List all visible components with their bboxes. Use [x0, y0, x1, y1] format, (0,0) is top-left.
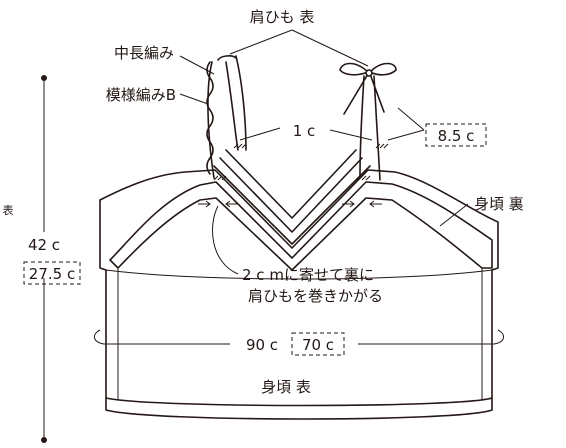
height-main-label: 42 c: [28, 236, 60, 254]
bow-length-label: 8.5 c: [438, 127, 475, 145]
back-lining: [109, 181, 493, 271]
join-marks: [213, 143, 389, 181]
height-alt-box: [23, 261, 81, 285]
width-alt-label: 70 c: [302, 336, 334, 354]
neckline-band-1: [219, 157, 363, 233]
width-main-label: 90 c: [246, 336, 278, 354]
height-dot-top: [41, 75, 47, 81]
note-line-2: 肩ひもを巻きかがる: [248, 287, 383, 305]
back-side-label: 身頃 裏: [474, 195, 524, 213]
pattern-stitch-b-label: 模様編みB: [106, 86, 176, 104]
note-line-1: 2 c mに寄せて裏に: [242, 266, 374, 284]
bow-knot: [365, 69, 373, 77]
neckline-band-2: [225, 149, 357, 219]
width-ends: [94, 329, 504, 345]
neckline-band-3: [213, 165, 371, 245]
body-curve-line: [105, 269, 493, 280]
height-alt-label: 27.5 c: [29, 265, 75, 283]
hem-band: [105, 397, 493, 407]
height-dot-bottom: [41, 437, 47, 443]
height-label-bg: [26, 232, 64, 278]
left-strap-wave: [206, 61, 214, 175]
width-alt-box: [291, 332, 345, 356]
gather-arrows: [198, 200, 382, 208]
bow-icon: [339, 62, 397, 115]
half-double-crochet-label: 中長編み: [114, 44, 174, 62]
left-strap-top: [217, 55, 237, 61]
leader-lines: [179, 29, 469, 275]
side-mark-label: 表: [3, 203, 14, 217]
one-c-label: 1 c: [293, 122, 316, 140]
body-outline: [99, 169, 499, 420]
bow-length-box: [425, 123, 487, 147]
front-body-label: 身頃 表: [261, 378, 311, 396]
strap-front-label: 肩ひも 表: [250, 8, 315, 26]
